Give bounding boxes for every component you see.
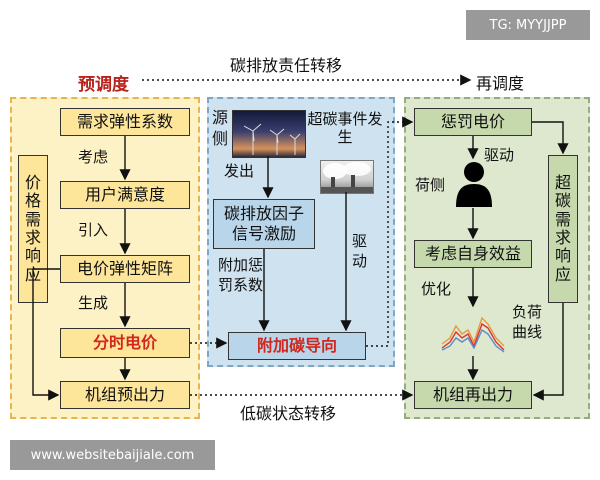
price-demand-response-label: 价格需求响应	[25, 172, 42, 284]
watermark-bottom-left: www.websitebaijiale.com	[10, 440, 215, 470]
wind-turbine-image	[232, 110, 306, 158]
middle-drive-label: 驱动	[352, 232, 368, 270]
self-benefit-box: 考虑自身效益	[414, 240, 532, 268]
generate-label: 生成	[78, 294, 109, 312]
load-curve-icon	[440, 308, 506, 356]
consider-label: 考虑	[78, 148, 109, 166]
price-matrix-box: 电价弹性矩阵	[60, 255, 190, 283]
emit-label: 发出	[224, 162, 255, 180]
load-side-label: 荷侧	[415, 176, 446, 194]
load-curve-label: 负荷曲线	[512, 303, 543, 341]
user-satisfaction-box: 用户满意度	[60, 181, 190, 209]
right-drive-label: 驱动	[484, 146, 515, 164]
re-dispatch-title: 再调度	[476, 74, 525, 93]
optimize-label: 优化	[421, 280, 452, 298]
emission-signal-box: 碳排放因子信号激励	[213, 199, 315, 249]
watermark-top-right: TG: MYYJJPP	[466, 10, 590, 40]
carbon-excess-event-label: 超碳事件发生	[307, 110, 383, 146]
low-carbon-state-title: 低碳状态转移	[240, 404, 337, 423]
pre-dispatch-title: 预调度	[78, 75, 129, 95]
penalty-price-box: 惩罚电价	[414, 108, 532, 136]
unit-pre-output-box: 机组预出力	[60, 381, 190, 409]
carbon-excess-demand-response-label: 超碳需求响应	[555, 172, 572, 284]
carbon-excess-demand-response-box: 超碳需求响应	[548, 155, 578, 303]
elasticity-coeff-box: 需求弹性系数	[60, 108, 190, 136]
factory-smoke-image	[320, 160, 374, 194]
price-demand-response-box: 价格需求响应	[18, 155, 48, 303]
unit-re-output-box: 机组再出力	[414, 381, 532, 409]
user-icon	[454, 160, 494, 208]
tou-price-box: 分时电价	[60, 328, 190, 358]
additional-carbon-guide-box: 附加碳导向	[228, 332, 366, 360]
additional-penalty-label: 附加惩罚系数	[218, 256, 264, 294]
carbon-responsibility-title: 碳排放责任转移	[230, 56, 343, 75]
introduce-label: 引入	[78, 221, 109, 239]
source-side-label: 源侧	[212, 108, 229, 148]
